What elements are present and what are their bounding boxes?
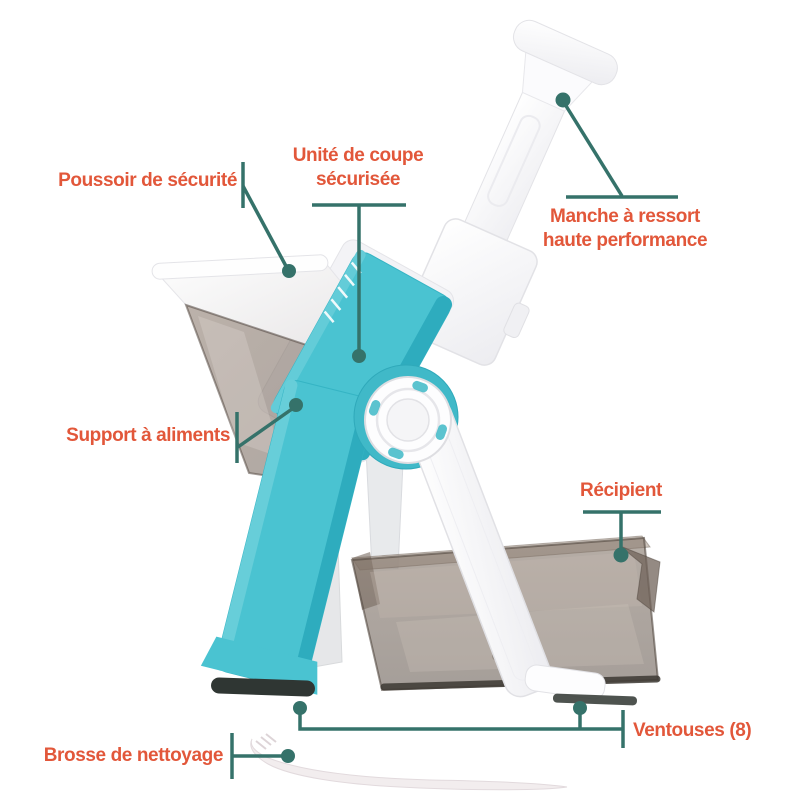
label-manche-a-ressort: Manche à ressort haute performance xyxy=(542,206,708,251)
label-brosse-de-nettoyage: Brosse de nettoyage xyxy=(43,745,224,766)
cleaning-brush xyxy=(250,733,568,791)
label-ventouses: Ventouses (8) xyxy=(633,720,752,741)
connector-ventouses xyxy=(293,701,307,715)
plunger-cap xyxy=(512,19,618,86)
label-recipient: Récipient xyxy=(580,480,662,501)
pivot-knob xyxy=(364,376,452,464)
annotation-lines xyxy=(230,92,678,779)
suction-feet xyxy=(211,677,315,697)
connector-manche xyxy=(555,92,571,108)
label-unite-de-coupe: Unité de coupe sécurisée xyxy=(292,145,424,190)
label-poussoir-de-securite: Poussoir de sécurité xyxy=(58,170,237,191)
blade-comb xyxy=(323,261,362,324)
label-support-a-aliments: Support à aliments xyxy=(66,425,230,446)
front-foot xyxy=(524,664,637,706)
base-leg xyxy=(200,379,376,695)
container-hook xyxy=(619,545,661,613)
